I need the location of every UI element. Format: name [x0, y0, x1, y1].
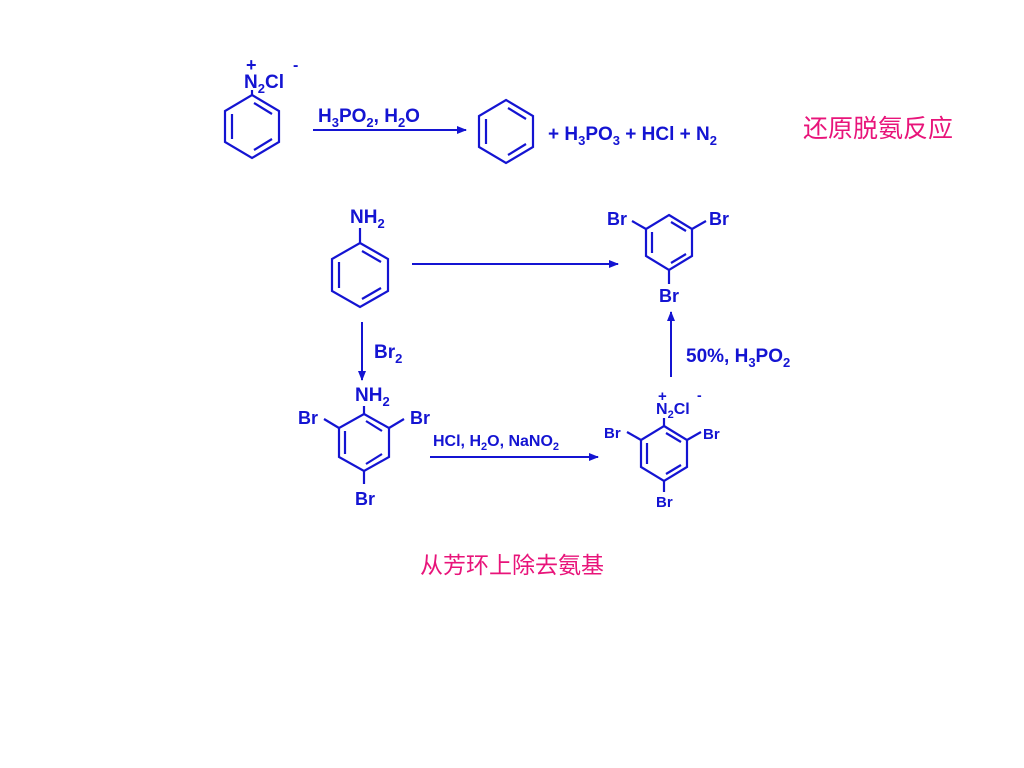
bromo-bottom: Br — [656, 494, 673, 511]
bromination-reagent: Br2 — [374, 342, 402, 366]
bromo-left: Br — [607, 209, 627, 229]
plus-charge: + — [658, 388, 667, 405]
diazonium-group: N2Cl — [656, 401, 690, 421]
reaction1-coproducts: + H3PO3 + HCl + N2 — [548, 124, 717, 148]
reaction1-conditions: H3PO2, H2O — [318, 106, 420, 130]
benzenediazonium-chloride: + - N2Cl — [223, 55, 298, 160]
bromo-bottom: Br — [355, 489, 375, 509]
diazonium-formula: N2Cl — [244, 72, 284, 96]
diazotization-reagent: HCl, H2O, NaNO2 — [433, 433, 559, 453]
tribromoaniline: NH2 Br Br Br — [298, 385, 430, 509]
tribromoaniline-amino-group: NH2 — [355, 385, 390, 409]
bromo-bottom: Br — [659, 286, 679, 306]
tribromobenzenediazonium-chloride: + - N2Cl Br Br Br — [604, 387, 720, 511]
aniline-amino-group: NH2 — [350, 207, 385, 231]
minus-charge: - — [697, 387, 702, 403]
bromo-right: Br — [703, 426, 720, 443]
reaction1-title: 还原脱氨反应 — [803, 114, 953, 143]
scheme-title: 从芳环上除去氨基 — [420, 553, 604, 579]
plus-charge: + — [246, 55, 257, 75]
aniline: NH2 — [330, 207, 390, 309]
minus-charge: - — [293, 57, 298, 74]
bromo-right: Br — [410, 408, 430, 428]
bromo-right: Br — [709, 209, 729, 229]
benzene-product — [477, 98, 535, 165]
bromo-left: Br — [298, 408, 318, 428]
tribromobenzene: Br Br Br — [607, 209, 729, 306]
reduction-reagent: 50%, H3PO2 — [686, 346, 790, 370]
bromo-left: Br — [604, 425, 621, 442]
